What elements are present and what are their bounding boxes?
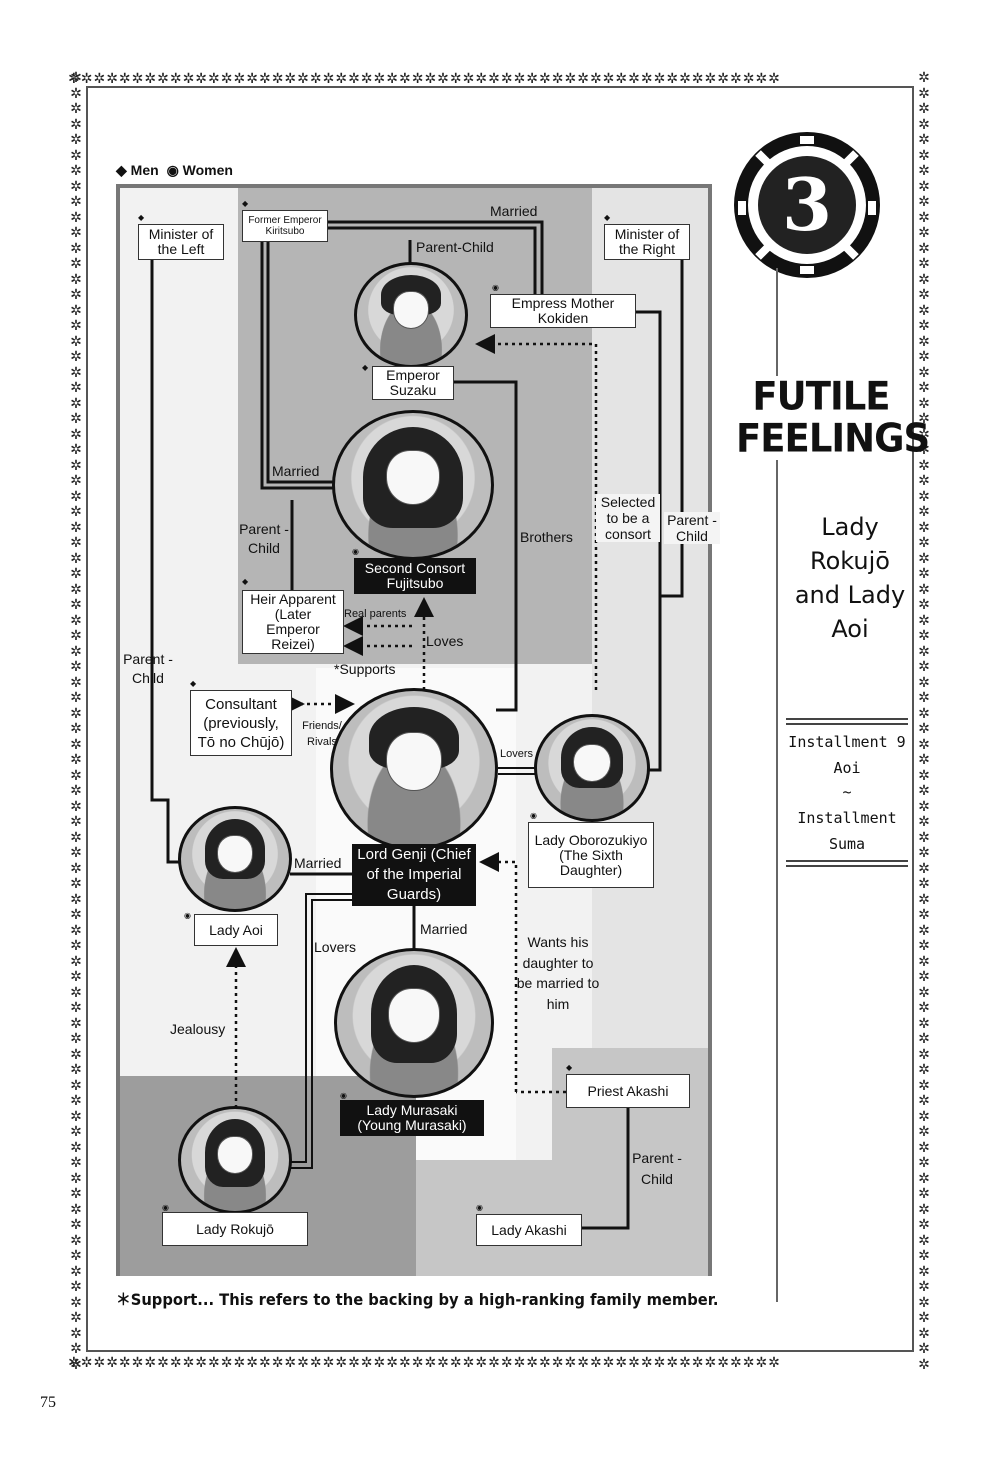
installment-start: Installment 9: [786, 730, 908, 755]
person-minister-right: Minister of the Right: [604, 224, 690, 260]
chapter-title: FUTILE FEELINGS: [736, 373, 930, 462]
women-marker: ◉: [352, 547, 359, 556]
women-marker: ◉: [530, 811, 537, 820]
person-consultant: Consultant (previously, Tō no Chūjō): [190, 690, 292, 756]
star-border-right: ✲✲✲✲✲✲✲✲✲✲✲✲✲✲✲✲✲✲✲✲✲✲✲✲✲✲✲✲✲✲✲✲✲✲✲✲✲✲✲✲…: [918, 70, 930, 1370]
person-rokujo: Lady Rokujō: [162, 1212, 308, 1246]
person-former-emperor: Former Emperor Kiritsubo: [242, 210, 328, 242]
relation-loves: Loves: [426, 633, 464, 649]
relation-selected-consort: Selected to be a consort: [596, 494, 660, 542]
legend-women: Women: [182, 162, 233, 178]
relation-married-left: Married: [272, 463, 320, 479]
women-marker: ◉: [184, 911, 191, 920]
men-marker: ◆: [190, 679, 197, 688]
portrait-aoi: [178, 806, 292, 912]
person-emperor-suzaku: Emperor Suzaku: [372, 366, 454, 400]
line-priest-akashi: [582, 1106, 630, 1230]
line-emperor-kokiden: [326, 220, 544, 296]
chapter-badge: 3: [734, 132, 880, 278]
line-emperor-fujitsubo: [260, 240, 336, 490]
line-emperor-fujitsubo-2: [266, 240, 336, 484]
women-marker: ◉: [162, 1203, 169, 1212]
women-marker: ◉: [476, 1203, 483, 1212]
installment-tilde: ~: [786, 780, 908, 805]
person-oborozukiyo: Lady Oborozukiyo (The Sixth Daughter): [528, 822, 654, 888]
legend: ◆ Men ◉ Women: [116, 162, 233, 179]
person-heir-apparent: Heir Apparent (Later Emperor Reizei): [242, 590, 344, 654]
men-marker: ◆: [242, 577, 249, 586]
person-fujitsubo: Second Consort Fujitsubo: [354, 558, 476, 594]
person-aoi: Lady Aoi: [194, 914, 278, 946]
line-lovers-rokujo-2: [290, 899, 352, 1169]
person-empress-mother: Empress Mother Kokiden: [490, 294, 636, 328]
women-symbol: ◉: [166, 162, 179, 178]
men-marker: ◆: [242, 199, 249, 208]
men-marker: ◆: [566, 1063, 573, 1072]
installment-rule-bottom: [786, 860, 908, 862]
person-minister-left: Minister of the Left: [138, 224, 224, 260]
line-kokiden-right: [636, 310, 662, 596]
star-border-top: ✲✲✲✲✲✲✲✲✲✲✲✲✲✲✲✲✲✲✲✲✲✲✲✲✲✲✲✲✲✲✲✲✲✲✲✲✲✲✲✲…: [68, 70, 781, 86]
line-brothers: [452, 380, 518, 712]
relation-lovers-obo: Lovers: [500, 748, 534, 760]
relation-married-aoi: Married: [294, 855, 342, 871]
relation-jealousy: Jealousy: [170, 1021, 226, 1037]
portrait-murasaki: [334, 948, 494, 1098]
divider-vertical: [776, 268, 778, 1302]
person-priest-akashi: Priest Akashi: [566, 1074, 690, 1108]
person-murasaki: Lady Murasaki (Young Murasaki): [340, 1100, 484, 1136]
person-genji: Lord Genji (Chief of the Imperial Guards…: [352, 844, 476, 906]
relation-married-top: Married: [490, 203, 538, 219]
men-symbol: ◆: [116, 162, 127, 178]
portrait-rokujo: [178, 1106, 292, 1214]
men-marker: ◆: [362, 363, 369, 372]
relation-supports: *Supports: [334, 661, 396, 677]
relation-married-murasaki: Married: [420, 921, 468, 937]
portrait-suzaku: [354, 262, 468, 368]
portrait-genji: [330, 688, 498, 850]
line-left-aoi: [150, 258, 180, 864]
portrait-fujitsubo: [332, 410, 494, 560]
page-number: 75: [40, 1394, 56, 1411]
relation-parent-child-right: Parent -Child: [664, 512, 720, 544]
legend-men: Men: [130, 162, 159, 178]
women-marker: ◉: [492, 283, 499, 292]
relation-parent-child-akashi: Parent -Child: [632, 1150, 682, 1187]
line-emperor-kokiden-2: [326, 226, 537, 296]
portrait-oborozukiyo: [534, 714, 650, 822]
relation-parent-child-fuji: Parent -Child: [239, 521, 289, 556]
star-border-bottom: ✲✲✲✲✲✲✲✲✲✲✲✲✲✲✲✲✲✲✲✲✲✲✲✲✲✲✲✲✲✲✲✲✲✲✲✲✲✲✲✲…: [68, 1354, 781, 1370]
men-marker: ◆: [604, 213, 611, 222]
relation-parent-child-left: Parent -Child: [123, 651, 173, 686]
relation-brothers: Brothers: [520, 529, 573, 545]
relation-lovers-rokujo: Lovers: [314, 939, 357, 955]
installment-start-name: Aoi: [786, 756, 908, 781]
zone-right: [592, 188, 708, 1048]
installment-rule-top: [786, 718, 908, 720]
footnote: ＊Support... This refers to the backing b…: [116, 1290, 719, 1309]
installment-end-name: Suma: [786, 832, 908, 857]
women-marker: ◉: [340, 1091, 347, 1100]
chapter-subtitle: Lady Rokujō and Lady Aoi: [790, 510, 910, 646]
line-lovers-rokujo: [290, 893, 352, 1163]
installment-rule-top-2: [786, 723, 908, 725]
relation-friends-rivals: Friends/ Rivals: [302, 720, 342, 748]
installment-rule-bottom-2: [786, 865, 908, 867]
men-marker: ◆: [138, 213, 145, 222]
line-selected-consort: [475, 334, 598, 690]
chapter-number: 3: [758, 156, 856, 254]
relation-parent-child-top: Parent-Child: [416, 239, 494, 255]
star-border-left: ✲✲✲✲✲✲✲✲✲✲✲✲✲✲✲✲✲✲✲✲✲✲✲✲✲✲✲✲✲✲✲✲✲✲✲✲✲✲✲✲…: [70, 70, 82, 1370]
line-wants-daughter: [479, 852, 518, 1092]
relation-wants-daughter: Wants his daughter to be married to him: [516, 934, 600, 1012]
relation-real-parents: Real parents: [344, 608, 407, 620]
person-akashi: Lady Akashi: [476, 1214, 582, 1246]
